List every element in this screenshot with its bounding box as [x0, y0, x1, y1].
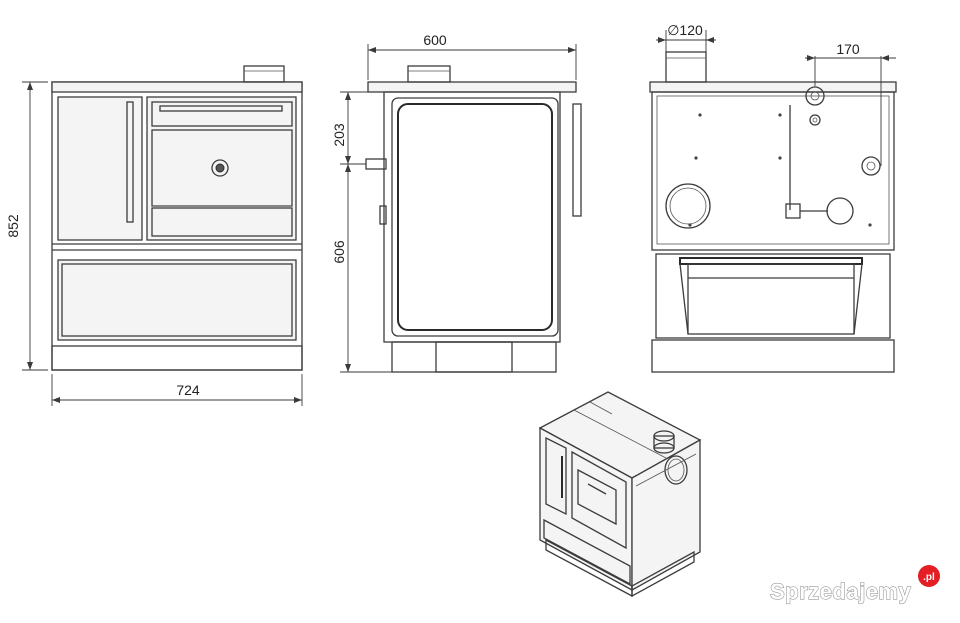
isometric-view — [538, 391, 702, 598]
dimension-label-852: 852 — [5, 214, 21, 238]
back-flue-outlet-top — [805, 86, 825, 106]
side-flue-pipe — [407, 65, 451, 83]
dimension-front-width: 724 — [51, 374, 303, 406]
dimension-label-diameter-120: ∅120 — [667, 22, 703, 38]
dimension-label-600: 600 — [423, 32, 447, 48]
watermark-brand: Sprzedajemy — [770, 579, 911, 604]
side-door-panel — [391, 97, 559, 337]
side-view: 600 203 606 — [331, 32, 582, 373]
back-flue-outlet-side — [861, 156, 881, 176]
front-left-door-handle — [126, 101, 134, 223]
front-flue-pipe — [243, 65, 285, 83]
front-lower-drawer — [57, 259, 297, 341]
dimension-side-heights: 203 606 — [331, 91, 392, 373]
back-view: ∅120 170 — [649, 22, 897, 373]
watermark: Sprzedajemy .pl — [769, 565, 940, 605]
dimension-label-724: 724 — [176, 382, 200, 398]
dimension-label-606: 606 — [331, 240, 347, 264]
watermark-badge — [918, 565, 940, 587]
dimension-side-width: 600 — [367, 32, 577, 80]
back-flue-pipe — [665, 51, 707, 83]
front-left-door — [57, 96, 143, 241]
dimension-front-height: 852 — [5, 81, 48, 371]
iso-right-face — [631, 438, 701, 592]
back-ash-drawer — [655, 253, 891, 339]
front-oven-handle — [159, 105, 283, 112]
side-handle — [572, 103, 582, 217]
front-view: 852 724 — [5, 65, 303, 406]
watermark-suffix: .pl — [923, 572, 935, 583]
dimension-label-170: 170 — [836, 41, 860, 57]
side-plinth — [391, 341, 557, 373]
front-plinth — [51, 345, 303, 371]
back-damper — [785, 203, 801, 219]
back-cleanout-port — [665, 183, 711, 229]
back-plinth — [651, 339, 895, 373]
dimension-flue-diameter: ∅120 — [656, 22, 716, 52]
oven-thermometer-icon — [211, 159, 229, 177]
side-pipe-stub — [365, 158, 387, 170]
dimension-label-203: 203 — [331, 123, 347, 147]
iso-side-port — [664, 455, 688, 485]
dimension-flue-offset: 170 — [805, 41, 896, 166]
